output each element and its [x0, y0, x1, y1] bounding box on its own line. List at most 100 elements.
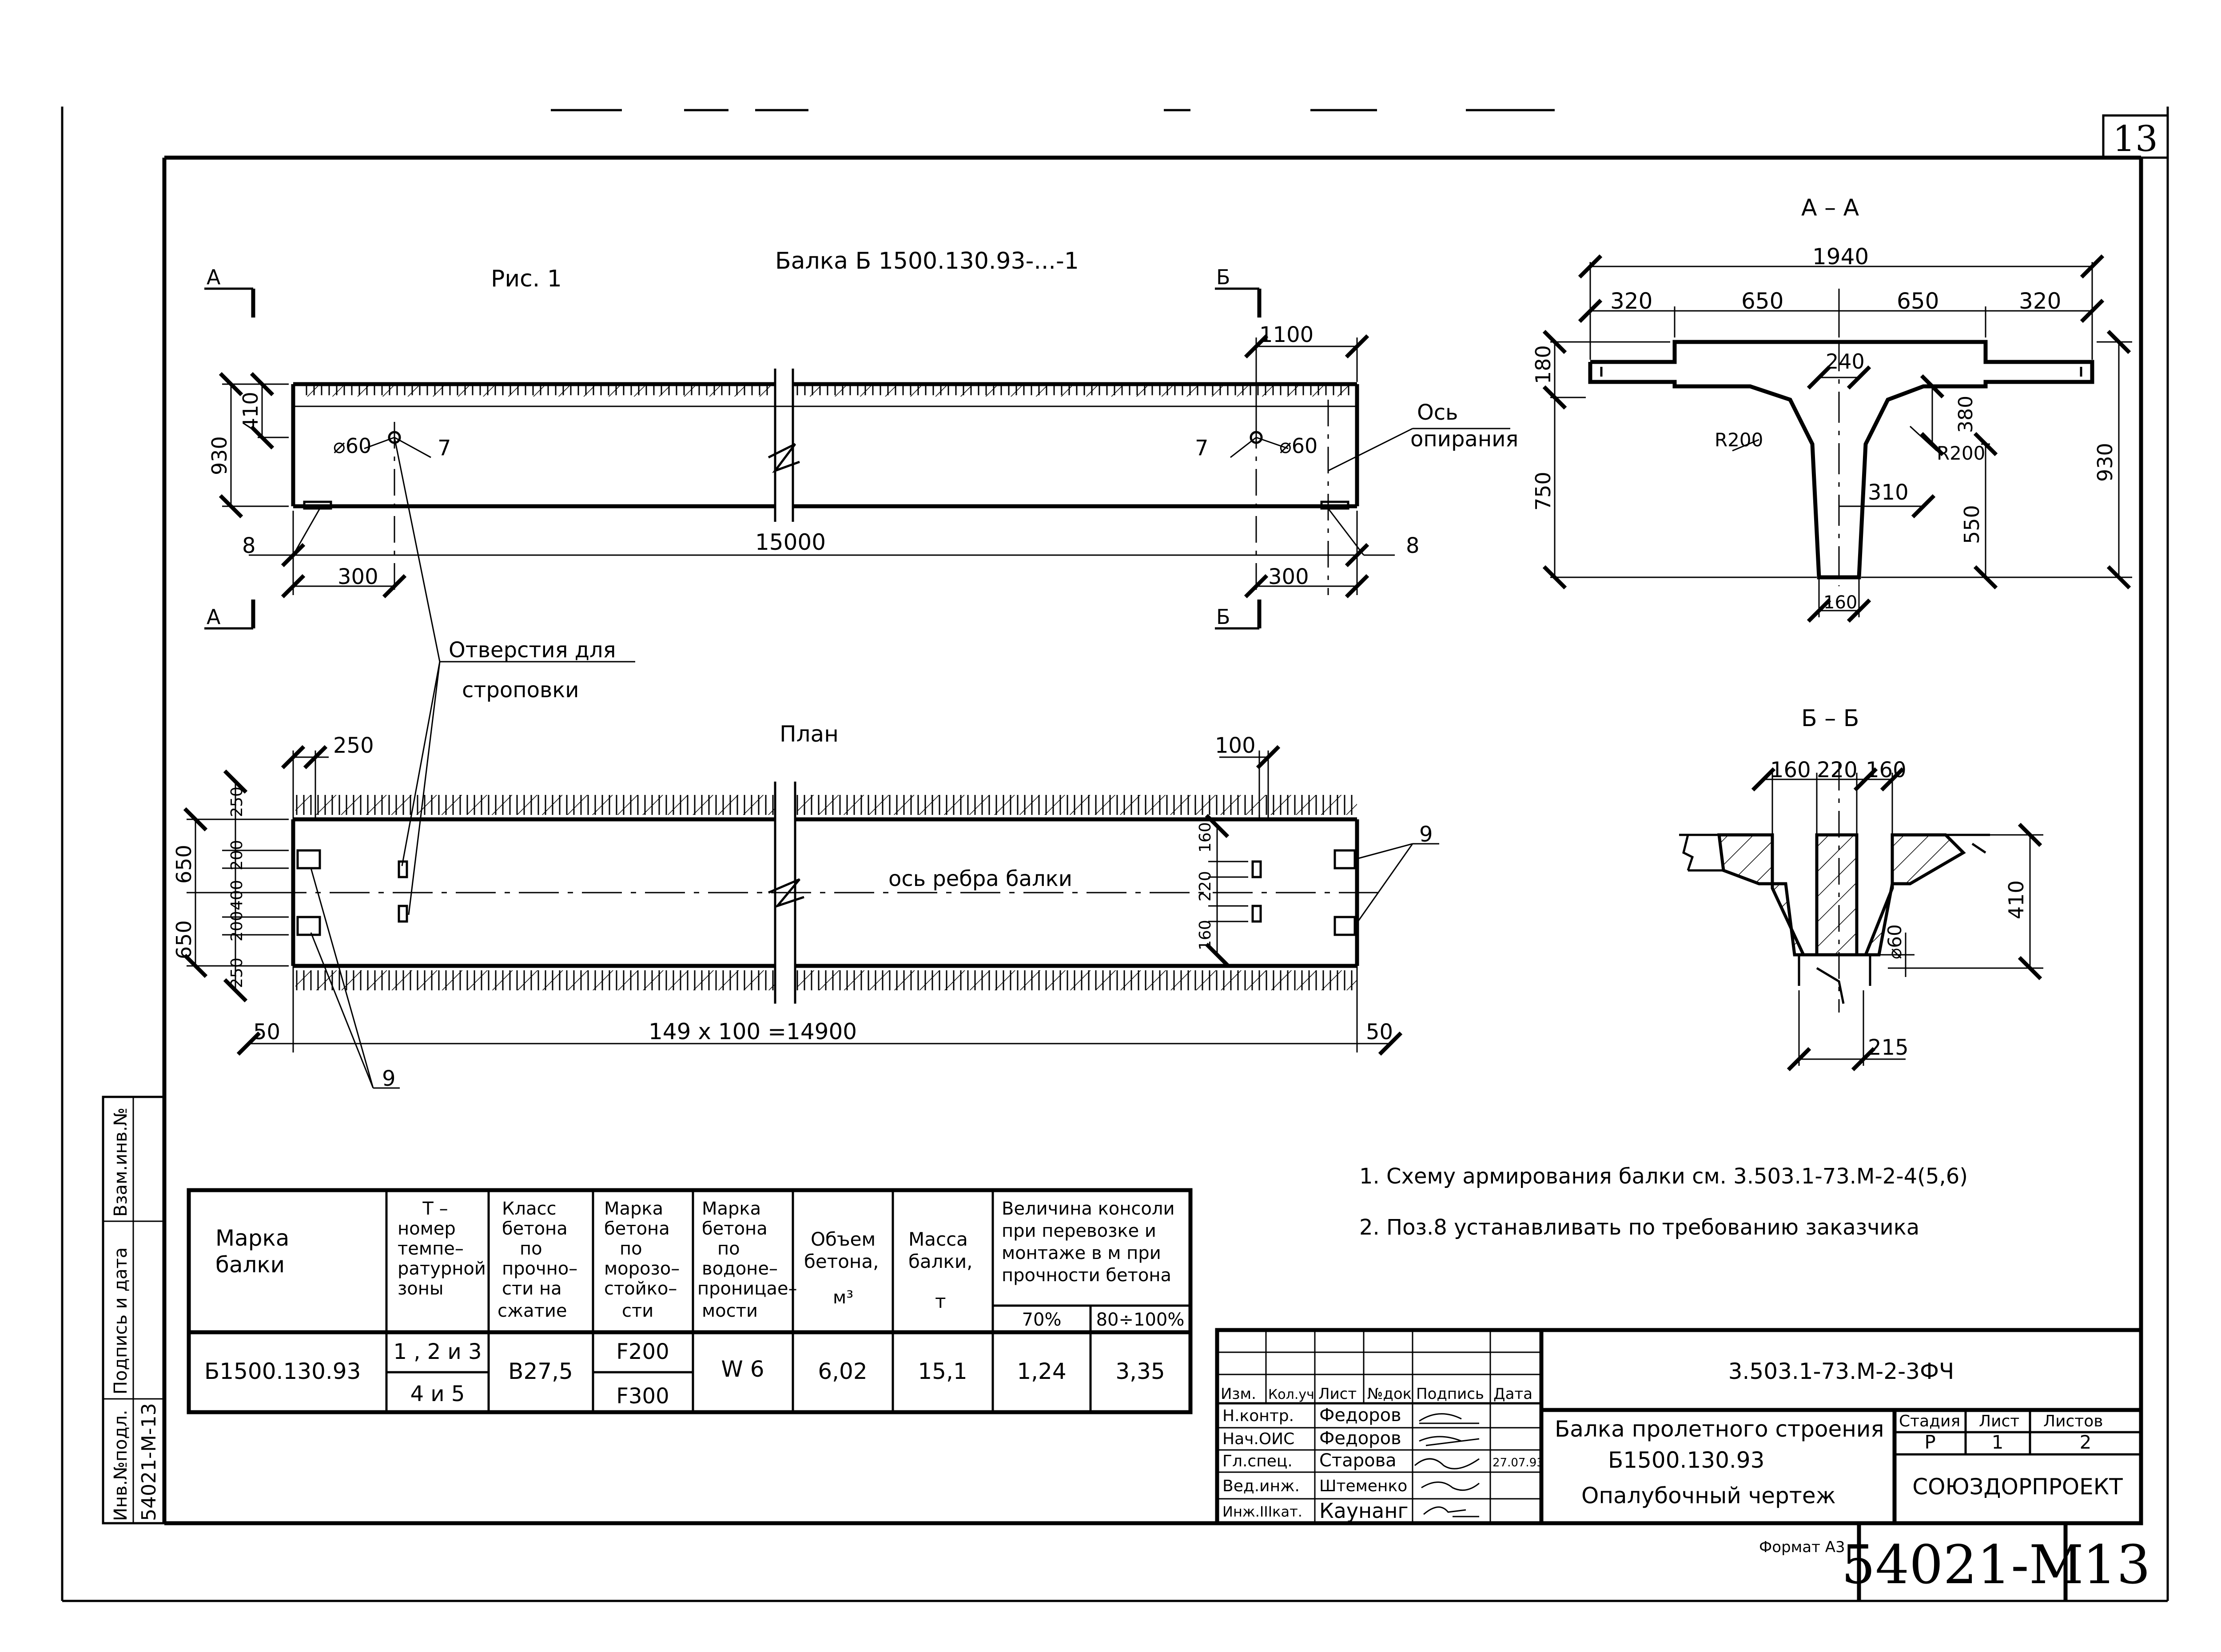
- plan-dim-250-b: 250: [228, 957, 246, 988]
- cut-a-top: А: [207, 265, 221, 289]
- header-mark-1: Марка: [215, 1225, 289, 1251]
- aa-dim-240: 240: [1826, 349, 1865, 373]
- cell-water: W 6: [721, 1356, 764, 1382]
- tb-role-1: Н.контр.: [1222, 1407, 1294, 1425]
- header-console-3: монтаже в м при: [1002, 1243, 1161, 1263]
- position-9-left: 9: [382, 1066, 396, 1091]
- tb-organization: СОЮЗДОРПРОЕКТ: [1912, 1474, 2123, 1500]
- tb-sheets-label: Листов: [2043, 1412, 2103, 1430]
- bb-dim-220: 220: [1817, 758, 1858, 782]
- tb-role-4: Вед.инж.: [1222, 1477, 1300, 1495]
- aa-dim-320-left: 320: [1610, 288, 1652, 314]
- tb-object-2: Б1500.130.93: [1608, 1447, 1764, 1473]
- header-tzone-1: Т –: [422, 1199, 448, 1219]
- section-bb-drawing: [1679, 764, 2043, 1072]
- plan-dim-250-a: 250: [228, 786, 246, 817]
- stamp-inv-value: 54021-М-13: [138, 1403, 160, 1521]
- label-holes-2: строповки: [462, 678, 579, 703]
- header-frost-5: стойко–: [604, 1279, 677, 1299]
- figure-title: Балка Б 1500.130.93-...-1: [775, 248, 1079, 274]
- hole-diameter-left: ⌀60: [333, 434, 371, 458]
- header-water-1: Марка: [702, 1199, 761, 1219]
- doc-code: 54021-M: [1841, 1534, 2083, 1596]
- header-tzone-5: зоны: [398, 1279, 443, 1299]
- header-class-2: бетона: [502, 1219, 568, 1239]
- plan-dim-14900: 149 x 100 =14900: [649, 1019, 857, 1044]
- tb-col-izm: Изм.: [1221, 1385, 1256, 1403]
- section-aa-title: А – А: [1801, 195, 1859, 221]
- plan-dim-50-right: 50: [1366, 1020, 1393, 1044]
- cut-b-bottom: Б: [1216, 605, 1230, 629]
- plan-dim-200-a: 200: [228, 840, 246, 870]
- cell-console-70: 1,24: [1017, 1358, 1066, 1384]
- aa-dim-650-right: 650: [1897, 288, 1939, 314]
- position-8-left: 8: [242, 533, 256, 558]
- stamp-replace-inv: Взам.инв.№: [111, 1108, 131, 1217]
- header-water-4: водоне–: [702, 1259, 778, 1279]
- tb-object-3: Опалубочный чертеж: [1581, 1483, 1836, 1509]
- header-frost-2: бетона: [604, 1219, 670, 1239]
- aa-dim-380: 380: [1954, 396, 1977, 433]
- aa-dim-160: 160: [1823, 592, 1857, 613]
- flange-tick-marks: [296, 385, 1353, 990]
- header-volume-3: м³: [833, 1287, 853, 1308]
- tb-role-2: Нач.ОИС: [1222, 1430, 1294, 1448]
- aa-dim-650-left: 650: [1741, 288, 1783, 314]
- cell-tzone-2: 4 и 5: [410, 1382, 465, 1406]
- aa-dim-1940: 1940: [1812, 244, 1869, 270]
- header-water-6: мости: [702, 1301, 758, 1321]
- cell-mark: Б1500.130.93: [204, 1358, 361, 1384]
- note-1: 1. Схему армирования балки см. 3.503.1-7…: [1359, 1164, 1968, 1189]
- position-7-left: 7: [438, 436, 451, 461]
- header-mass-3: т: [935, 1291, 946, 1312]
- cell-frost-1: F200: [616, 1339, 669, 1364]
- tb-stage-label: Стадия: [1899, 1412, 1960, 1430]
- title-block-texts: Изм. Кол.уч Лист №док Подпись Дата Н.кон…: [1221, 1358, 2123, 1523]
- bb-dim-160-right: 160: [1866, 758, 1907, 782]
- tb-name-2: Федоров: [1319, 1428, 1401, 1449]
- position-7-right: 7: [1195, 436, 1209, 461]
- cut-marks: [204, 287, 1262, 630]
- hole-diameter-right: ⌀60: [1279, 434, 1317, 458]
- dim-930-elev: 930: [207, 436, 231, 475]
- cut-a-bottom: А: [207, 605, 221, 629]
- header-volume-2: бетона,: [804, 1251, 879, 1272]
- tb-col-ndok: №док: [1367, 1385, 1412, 1403]
- aa-dim-550: 550: [1960, 505, 1984, 544]
- cut-b-top: Б: [1216, 265, 1230, 289]
- label-axis-support-1: Ось: [1417, 400, 1458, 425]
- header-water-2: бетона: [702, 1219, 768, 1239]
- header-console-70: 70%: [1022, 1310, 1062, 1330]
- section-aa-drawing: [1542, 254, 2132, 623]
- header-frost-6: сти: [622, 1301, 653, 1321]
- header-console-2: при перевозке и: [1002, 1221, 1156, 1241]
- header-console-1: Величина консоли: [1002, 1199, 1174, 1219]
- header-class-6: сжатие: [498, 1301, 567, 1321]
- note-2: 2. Поз.8 устанавливать по требованию зак…: [1359, 1215, 1919, 1240]
- position-9-right: 9: [1419, 822, 1433, 847]
- tb-col-date: Дата: [1493, 1385, 1532, 1403]
- aa-dim-320-right: 320: [2019, 288, 2061, 314]
- header-tzone-2: номер: [398, 1219, 456, 1239]
- plan-title: План: [780, 721, 839, 747]
- tb-designation: 3.503.1-73.М-2-3ФЧ: [1728, 1358, 1954, 1384]
- plan-dim-160-b: 160: [1196, 920, 1214, 950]
- tb-col-sign: Подпись: [1416, 1385, 1484, 1403]
- tb-col-list: Лист: [1318, 1385, 1357, 1403]
- header-volume-1: Объем: [811, 1228, 876, 1250]
- bb-dim-160-left: 160: [1770, 758, 1811, 782]
- dim-300-right: 300: [1268, 564, 1309, 589]
- tb-stage-value: Р: [1924, 1431, 1935, 1453]
- tb-sheet-label: Лист: [1979, 1412, 2019, 1430]
- label-holes-1: Отверстия для: [449, 638, 616, 663]
- plan-dim-50-left: 50: [253, 1020, 280, 1044]
- plan-dim-400: 400: [228, 880, 246, 910]
- spec-table-header: Марка балки Т – номер темпе– ратурной зо…: [215, 1199, 1184, 1330]
- header-mark-2: балки: [215, 1252, 285, 1278]
- dim-1100: 1100: [1259, 322, 1313, 347]
- format-label: Формат А3: [1759, 1538, 1845, 1556]
- plan-dim-200-b: 200: [228, 911, 246, 941]
- tb-name-4: Штеменко: [1319, 1477, 1407, 1495]
- stamp-sign-date: Подпись и дата: [111, 1247, 131, 1394]
- aa-dim-930: 930: [2093, 443, 2117, 482]
